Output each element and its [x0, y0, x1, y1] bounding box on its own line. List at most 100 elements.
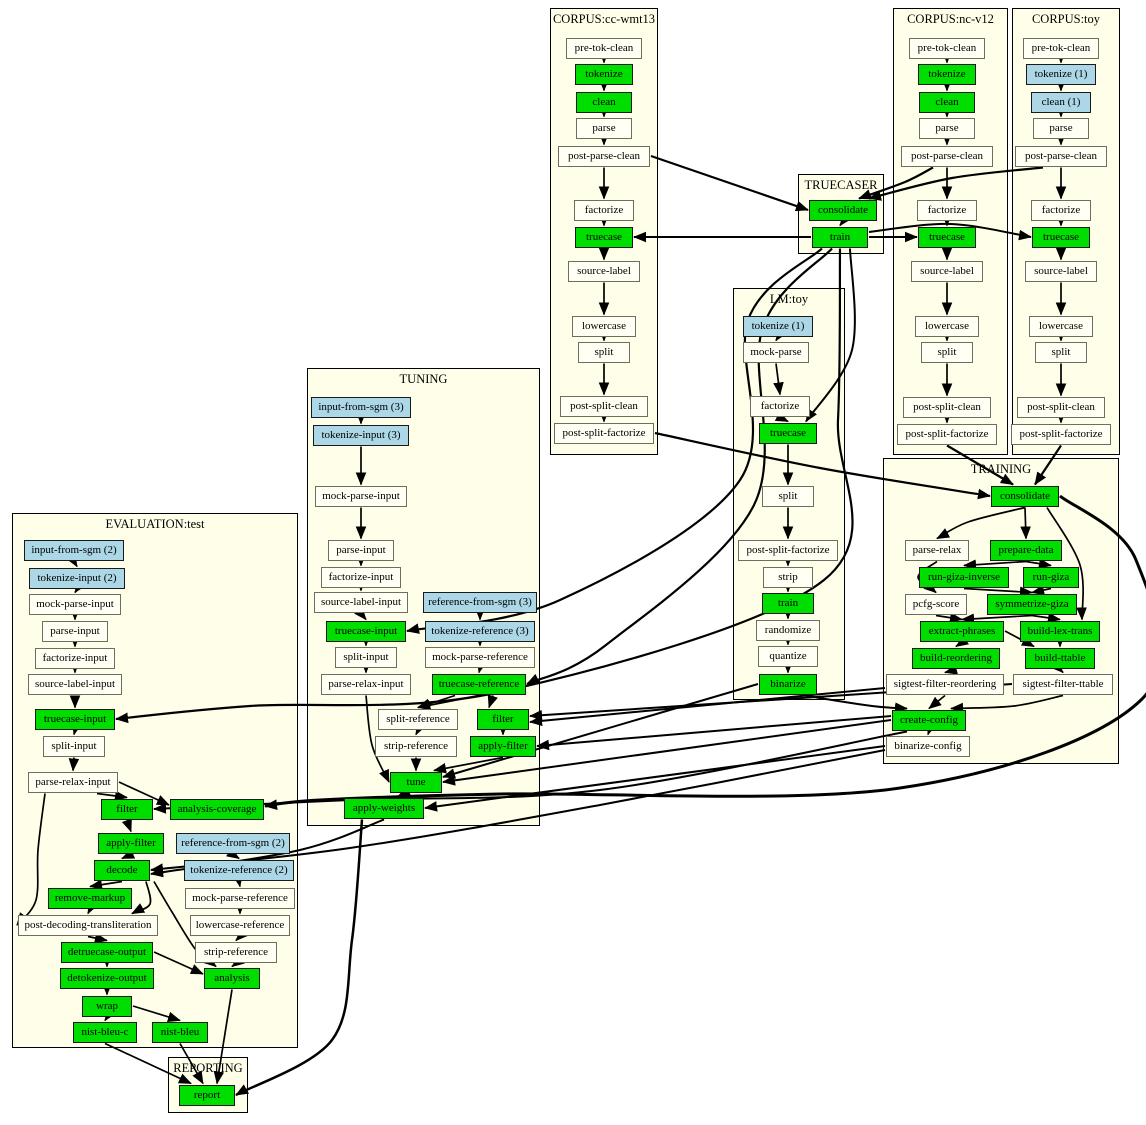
node-cc-truecase: truecase: [575, 226, 633, 248]
node-tun-mock-parse-reference: mock-parse-reference: [425, 646, 535, 668]
node-lm-strip: strip: [763, 566, 813, 588]
node-lm-randomize: randomize: [756, 619, 820, 641]
node-tun-factorize-input: factorize-input: [321, 566, 401, 588]
node-ev-post-decoding-transliteration: post-decoding-transliteration: [18, 914, 158, 936]
node-tun-input-from-sgm: input-from-sgm (3): [311, 396, 411, 418]
node-toy-post-split-factorize: post-split-factorize: [1011, 423, 1111, 445]
node-nc-pre-tok-clean: pre-tok-clean: [909, 37, 985, 59]
node-tc-consolidate: consolidate: [809, 199, 877, 221]
node-lm-tokenize: tokenize (1): [743, 315, 813, 337]
node-tun-apply-weights: apply-weights: [344, 797, 424, 819]
node-nc-factorize: factorize: [917, 199, 977, 221]
node-toy-source-label: source-label: [1025, 260, 1097, 282]
node-cc-lowercase: lowercase: [572, 315, 636, 337]
node-nc-clean: clean: [919, 91, 975, 113]
cluster-label-corpus-toy: CORPUS:toy: [1031, 12, 1101, 26]
node-tun-source-label-input: source-label-input: [314, 591, 408, 613]
node-tun-split-reference: split-reference: [378, 708, 458, 730]
node-tun-reference-from-sgm: reference-from-sgm (3): [423, 591, 537, 613]
node-toy-clean: clean (1): [1031, 91, 1091, 113]
cluster-label-evaluation: EVALUATION:test: [105, 517, 205, 531]
node-lm-train: train: [762, 592, 814, 614]
node-cc-post-parse-clean: post-parse-clean: [558, 145, 650, 167]
node-tr-consolidate: consolidate: [991, 485, 1059, 507]
node-ev-analysis-coverage: analysis-coverage: [170, 798, 264, 820]
cluster-label-tuning: TUNING: [399, 372, 448, 386]
node-toy-split: split: [1035, 341, 1087, 363]
node-tun-tokenize-reference: tokenize-reference (3): [425, 620, 535, 642]
node-ev-lowercase-reference: lowercase-reference: [190, 914, 290, 936]
node-ev-analysis: analysis: [204, 967, 260, 989]
node-nc-tokenize: tokenize: [918, 63, 976, 85]
node-tr-build-ttable: build-ttable: [1025, 647, 1095, 669]
node-nc-post-split-factorize: post-split-factorize: [897, 423, 997, 445]
node-lm-factorize: factorize: [750, 395, 810, 417]
node-ev-mock-parse-input: mock-parse-input: [29, 593, 121, 615]
node-cc-post-split-clean: post-split-clean: [560, 395, 648, 417]
node-tr-symmetrize-giza: symmetrize-giza: [987, 593, 1077, 615]
node-nc-split: split: [921, 341, 973, 363]
node-tr-run-giza-inverse: run-giza-inverse: [919, 566, 1009, 588]
node-toy-parse: parse: [1033, 117, 1089, 139]
node-nc-lowercase: lowercase: [915, 315, 979, 337]
node-tun-apply-filter: apply-filter: [470, 735, 536, 757]
node-toy-factorize: factorize: [1031, 199, 1091, 221]
edge-tr-create-config-to-tun-apply-filter: [536, 715, 892, 751]
node-tr-parse-relax: parse-relax: [905, 539, 969, 561]
node-tr-create-config: create-config: [892, 709, 966, 731]
cluster-label-lm-toy: LM:toy: [769, 292, 809, 306]
node-toy-lowercase: lowercase: [1029, 315, 1093, 337]
cluster-label-reporting: REPORTING: [173, 1061, 243, 1075]
node-tun-truecase-input: truecase-input: [326, 620, 406, 642]
node-ev-source-label-input: source-label-input: [28, 673, 122, 695]
node-ev-tokenize-reference: tokenize-reference (2): [184, 859, 294, 881]
node-toy-post-parse-clean: post-parse-clean: [1015, 145, 1107, 167]
node-ev-remove-markup: remove-markup: [48, 887, 132, 909]
node-ev-detokenize-output: detokenize-output: [60, 967, 154, 989]
node-tr-extract-phrases: extract-phrases: [920, 620, 1004, 642]
node-cc-pre-tok-clean: pre-tok-clean: [566, 37, 642, 59]
node-tun-mock-parse-input: mock-parse-input: [315, 485, 407, 507]
node-tr-build-reordering: build-reordering: [912, 647, 1000, 669]
node-tun-parse-relax-input: parse-relax-input: [321, 673, 411, 695]
node-ev-nist-bleu-c: nist-bleu-c: [73, 1021, 137, 1043]
node-cc-clean: clean: [576, 91, 632, 113]
node-lm-mock-parse: mock-parse: [743, 341, 809, 363]
node-tun-tune: tune: [390, 771, 442, 793]
node-ev-nist-bleu: nist-bleu: [152, 1021, 208, 1043]
node-lm-quantize: quantize: [758, 645, 818, 667]
node-tr-build-lex-trans: build-lex-trans: [1020, 620, 1100, 642]
node-nc-source-label: source-label: [911, 260, 983, 282]
node-tc-train: train: [812, 226, 868, 248]
node-lm-truecase: truecase: [759, 422, 817, 444]
node-ev-decode: decode: [94, 859, 150, 881]
cluster-label-corpus-cc: CORPUS:cc-wmt13: [552, 12, 656, 26]
node-ev-detruecase-output: detruecase-output: [61, 941, 153, 963]
node-ev-truecase-input: truecase-input: [35, 708, 115, 730]
node-ev-filter: filter: [101, 798, 153, 820]
node-tr-binarize-config: binarize-config: [886, 735, 970, 757]
node-tr-run-giza: run-giza: [1023, 566, 1079, 588]
node-ev-tokenize-input: tokenize-input (2): [29, 567, 125, 589]
node-cc-tokenize: tokenize: [575, 63, 633, 85]
node-tun-tokenize-input: tokenize-input (3): [313, 424, 409, 446]
node-ev-apply-filter: apply-filter: [98, 832, 164, 854]
node-ev-mock-parse-reference: mock-parse-reference: [185, 887, 295, 909]
node-ev-input-from-sgm: input-from-sgm (2): [24, 539, 124, 561]
node-tun-parse-input: parse-input: [328, 539, 394, 561]
node-toy-truecase: truecase: [1032, 226, 1090, 248]
node-nc-truecase: truecase: [918, 226, 976, 248]
node-cc-post-split-factorize: post-split-factorize: [554, 422, 654, 444]
node-lm-binarize: binarize: [759, 673, 817, 695]
node-tun-filter: filter: [477, 708, 529, 730]
cluster-label-training: TRAINING: [970, 462, 1032, 476]
node-lm-post-split-factorize: post-split-factorize: [738, 539, 838, 561]
node-ev-parse-input: parse-input: [42, 620, 108, 642]
node-toy-tokenize: tokenize (1): [1026, 63, 1096, 85]
cluster-label-truecaser: TRUECASER: [804, 178, 878, 192]
node-tr-prepare-data: prepare-data: [990, 539, 1062, 561]
node-ev-split-input: split-input: [43, 735, 105, 757]
node-tun-strip-reference: strip-reference: [375, 735, 457, 757]
node-nc-post-split-clean: post-split-clean: [903, 396, 991, 418]
